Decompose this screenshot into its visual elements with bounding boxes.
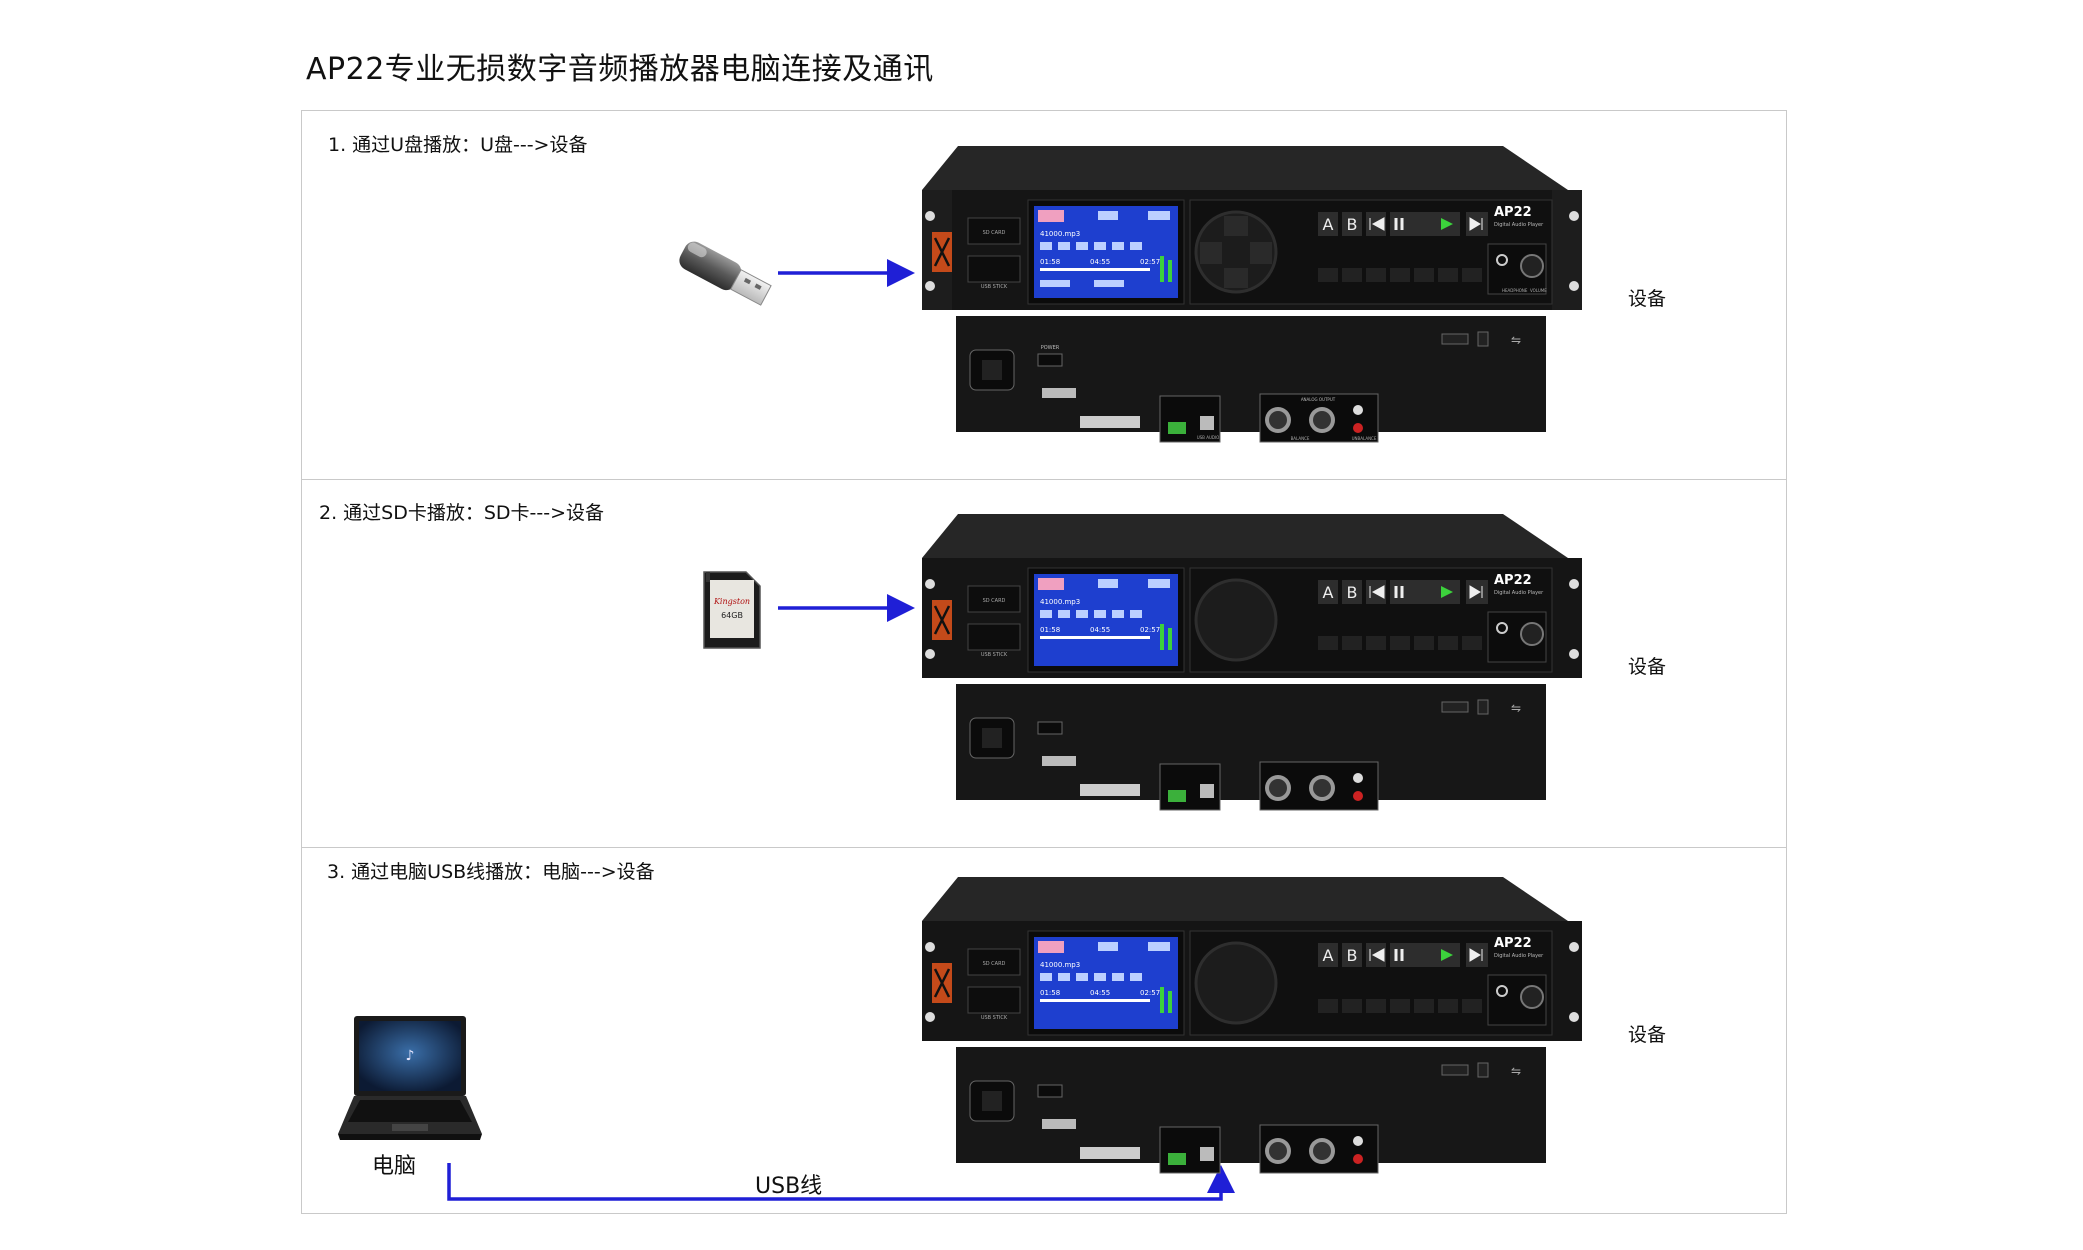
svg-text:USB STICK: USB STICK bbox=[981, 652, 1008, 658]
svg-text:USB AUDIO: USB AUDIO bbox=[1197, 435, 1220, 440]
usb-audio-port bbox=[1200, 1147, 1214, 1161]
usb-stick-icon bbox=[679, 241, 772, 306]
svg-text:04:55: 04:55 bbox=[1090, 989, 1110, 997]
svg-text:USB STICK: USB STICK bbox=[981, 284, 1008, 290]
svg-text:AP22: AP22 bbox=[1494, 573, 1532, 588]
svg-text:ANALOG OUTPUT: ANALOG OUTPUT bbox=[1301, 397, 1336, 402]
svg-text:BALANCE: BALANCE bbox=[1291, 436, 1310, 441]
svg-text:⇋: ⇋ bbox=[1511, 1064, 1521, 1078]
svg-text:Digital Audio Player: Digital Audio Player bbox=[1494, 953, 1544, 959]
svg-text:41000.mp3: 41000.mp3 bbox=[1040, 598, 1080, 606]
svg-text:01:58: 01:58 bbox=[1040, 626, 1060, 634]
row-3-device-label: 设备 bbox=[1628, 1024, 1667, 1046]
device-rear-panel: ⇋ bbox=[956, 1047, 1546, 1174]
ap22-device-3: SD CARD USB STICK 41000.mp3 01:58 04:55 … bbox=[922, 877, 1582, 1174]
section-divider bbox=[301, 479, 1787, 480]
device-front-panel: SD CARD USB STICK 41000.mp3 01:58 04:55 … bbox=[922, 514, 1582, 678]
svg-text:01:58: 01:58 bbox=[1040, 258, 1060, 266]
row-2-label: 2. 通过SD卡播放：SD卡--->设备 bbox=[319, 502, 605, 524]
laptop-icon: ♪ bbox=[338, 1016, 482, 1140]
svg-text:UNBALANCE: UNBALANCE bbox=[1352, 436, 1377, 441]
page-title: AP22专业无损数字音频播放器电脑连接及通讯 bbox=[306, 52, 934, 87]
svg-text:AP22: AP22 bbox=[1494, 936, 1532, 951]
ap22-device-2: SD CARD USB STICK 41000.mp3 01:58 04:55 … bbox=[922, 514, 1582, 811]
svg-text:Digital Audio Player: Digital Audio Player bbox=[1494, 222, 1544, 228]
svg-text:AP22: AP22 bbox=[1494, 205, 1532, 220]
svg-text:VOLUME: VOLUME bbox=[1530, 288, 1547, 293]
svg-text:HEADPHONE: HEADPHONE bbox=[1502, 288, 1528, 293]
row-1-label: 1. 通过U盘播放：U盘--->设备 bbox=[328, 134, 588, 156]
sd-capacity-text: 64GB bbox=[721, 611, 743, 620]
svg-text:02:57: 02:57 bbox=[1140, 989, 1160, 997]
svg-text:USB STICK: USB STICK bbox=[981, 1015, 1008, 1021]
svg-text:SD CARD: SD CARD bbox=[983, 961, 1006, 967]
sd-brand-text: Kingston bbox=[713, 597, 750, 606]
svg-text:SD CARD: SD CARD bbox=[983, 598, 1006, 604]
usb-cable-arrow bbox=[447, 1163, 1235, 1201]
section-divider bbox=[301, 847, 1787, 848]
svg-text:A: A bbox=[1323, 583, 1334, 602]
ap22-device-1: SD CARD USB STICK 41000.mp3 01:58 04:55 … bbox=[922, 146, 1582, 443]
device-rear-panel: POWER USB AUDIO ANALOG OUTPUT BALANCE UN… bbox=[956, 316, 1546, 443]
svg-text:02:57: 02:57 bbox=[1140, 626, 1160, 634]
row-2-device-label: 设备 bbox=[1628, 656, 1667, 678]
svg-text:41000.mp3: 41000.mp3 bbox=[1040, 961, 1080, 969]
svg-text:01:58: 01:58 bbox=[1040, 989, 1060, 997]
row-1-device-label: 设备 bbox=[1628, 288, 1667, 310]
sd-card-icon: Kingston 64GB bbox=[703, 571, 761, 649]
usb-cable-label: USB线 bbox=[755, 1174, 823, 1199]
device-front-panel: SD CARD USB STICK 41000.mp3 01:58 04:55 … bbox=[922, 146, 1582, 310]
svg-text:A: A bbox=[1323, 946, 1334, 965]
svg-text:B: B bbox=[1347, 583, 1358, 602]
device-rear-panel: ⇋ bbox=[956, 684, 1546, 811]
svg-text:SD CARD: SD CARD bbox=[983, 230, 1006, 236]
svg-text:B: B bbox=[1347, 946, 1358, 965]
svg-text:04:55: 04:55 bbox=[1090, 626, 1110, 634]
svg-text:41000.mp3: 41000.mp3 bbox=[1040, 230, 1080, 238]
diagram-frame bbox=[301, 110, 1787, 1214]
pc-label: 电脑 bbox=[372, 1154, 417, 1179]
svg-text:⇋: ⇋ bbox=[1511, 333, 1521, 347]
svg-text:02:57: 02:57 bbox=[1140, 258, 1160, 266]
svg-text:B: B bbox=[1347, 215, 1358, 234]
svg-text:POWER: POWER bbox=[1041, 345, 1060, 351]
svg-text:04:55: 04:55 bbox=[1090, 258, 1110, 266]
svg-text:Digital Audio Player: Digital Audio Player bbox=[1494, 590, 1544, 596]
svg-text:A: A bbox=[1323, 215, 1334, 234]
device-front-panel: SD CARD USB STICK 41000.mp3 01:58 04:55 … bbox=[922, 877, 1582, 1041]
svg-text:⇋: ⇋ bbox=[1511, 701, 1521, 715]
svg-text:♪: ♪ bbox=[406, 1048, 415, 1064]
row-3-label: 3. 通过电脑USB线播放：电脑--->设备 bbox=[327, 861, 655, 883]
